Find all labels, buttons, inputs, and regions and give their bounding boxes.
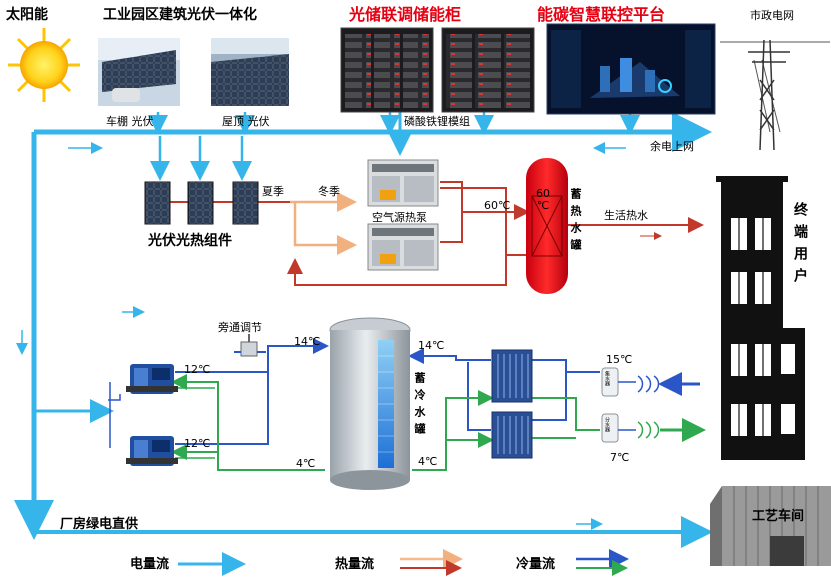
pvt-module-label: 光伏光热组件: [148, 233, 232, 249]
domestic-hot-water-label: 生活热水: [604, 209, 648, 222]
storage-cabinet-right: [441, 27, 535, 113]
temp-4-left-label: 4℃: [296, 457, 316, 470]
temp-14-left-label: 14℃: [294, 335, 321, 348]
carport-pv-label: 车棚 光伏: [106, 115, 154, 128]
platform-dashboard-image: [546, 23, 716, 115]
platform-heading: 能碳智慧联控平台: [537, 5, 666, 24]
storage-cabinet-heading: 光储联调储能柜: [349, 5, 462, 24]
air-source-heat-pump-bottom: [367, 223, 439, 271]
water-distributor: [601, 413, 619, 443]
legend-electric-label: 电量流: [130, 557, 170, 572]
temp-15-label: 15℃: [606, 353, 633, 366]
cold-tank-label: 蓄冷水罐: [413, 372, 426, 440]
hot-water-tank: [526, 158, 568, 294]
temp-12-top-label: 12℃: [184, 363, 211, 376]
bypass-valve-icon: [234, 334, 266, 357]
summer-label: 夏季: [262, 185, 284, 198]
legend-lines: [178, 549, 629, 576]
heat-pump-label: 空气源热泵: [372, 211, 427, 224]
air-source-heat-pump-top: [367, 159, 439, 207]
distributor-label: 分水器: [604, 417, 610, 432]
workshop-container: [710, 486, 831, 566]
pvt-modules: [144, 181, 259, 225]
temp-4-right-label: 4℃: [418, 455, 438, 468]
pipe-temp-60-label: 60℃: [484, 199, 511, 212]
battery-module-label: 磷酸铁锂模组: [404, 115, 470, 128]
plate-heat-exchanger-bottom: [491, 411, 533, 459]
chiller-top: [126, 364, 178, 394]
hot-water-tank-label: 蓄热水罐: [569, 188, 582, 256]
winter-label: 冬季: [318, 185, 340, 198]
heat-flow-lines: [150, 181, 704, 286]
tank-temp-60-label: 60 ℃: [536, 187, 550, 213]
cold-flow-lines: [108, 338, 706, 471]
legend-cold-label: 冷量流: [516, 557, 556, 572]
rooftop-pv-image: [211, 38, 289, 106]
cold-storage-tank: [329, 317, 411, 490]
electric-flow-lines: [14, 41, 830, 548]
solar-heading: 太阳能: [6, 7, 48, 23]
chiller-bottom: [126, 436, 178, 466]
bypass-label: 旁通调节: [218, 321, 262, 334]
workshop-label: 工艺车间: [752, 509, 805, 524]
legend-heat-label: 热量流: [335, 557, 375, 572]
temp-7-label: 7℃: [610, 451, 630, 464]
utility-pole-icon: [748, 39, 790, 151]
storage-cabinet-left: [340, 27, 434, 113]
terminal-coil-icons: [618, 375, 660, 439]
temp-12-bottom-label: 12℃: [184, 437, 211, 450]
factory-green-power-label: 厂房绿电直供: [60, 517, 139, 532]
end-user-label: 终端用户: [792, 202, 808, 290]
sun-icon: [8, 28, 80, 102]
carport-pv-image: [98, 38, 180, 106]
municipal-grid-heading: 市政电网: [750, 9, 794, 22]
end-user-building: [716, 176, 805, 460]
surplus-grid-label: 余电上网: [650, 140, 694, 153]
industrial-pv-heading: 工业园区建筑光伏一体化: [103, 7, 257, 23]
temp-14-right-label: 14℃: [418, 339, 445, 352]
plate-heat-exchanger-top: [491, 349, 533, 403]
rooftop-pv-label: 屋顶 光伏: [222, 115, 270, 128]
collector-label: 集水器: [604, 371, 610, 386]
